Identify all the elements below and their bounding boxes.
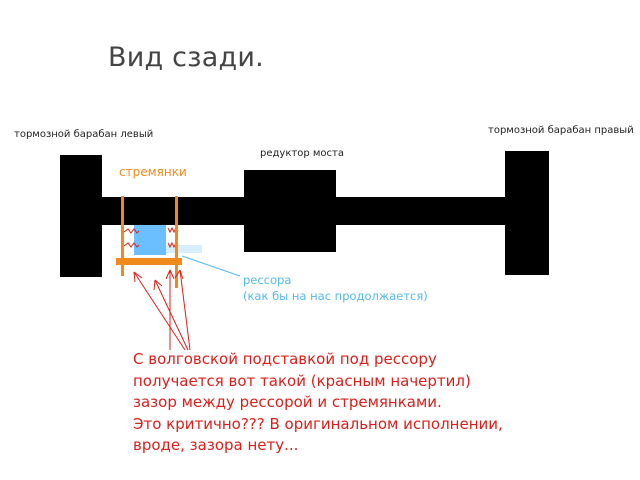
annotation-arrow-4 [179,269,191,351]
brake-drum-left-label: тормозной барабан левый [14,129,154,140]
arrowhead-3 [165,269,175,280]
stirrup-right [175,196,178,288]
diagram-title: Вид сзади. [108,42,264,73]
spring-label-line-1: рессора [243,273,292,287]
annotation-line-2: получается вот такой (красным начертил) [133,371,471,390]
stirrup-left [121,196,124,276]
arrowhead-2 [153,279,163,291]
arrowhead-1 [133,271,143,283]
annotation-arrow-1 [133,271,186,351]
gap-squiggle-left-2 [123,242,140,248]
spring-label-line-2: (как бы на нас продолжается) [243,289,428,303]
brake-drum-left [60,155,102,277]
annotation-line-3: зазор между рессорой и стремянками. [133,393,442,411]
arrowhead-4 [174,269,184,280]
leaf-spring-continuation [166,245,202,253]
stirrup-plate [116,258,182,265]
brake-drum-right-label: тормозной барабан правый [488,125,634,136]
brake-drum-right [505,151,549,275]
stirrups-label: стремянки [119,165,187,179]
spring-label: рессора (как бы на нас продолжается) [243,272,428,304]
annotation-arrow-2 [154,279,189,351]
annotation-line-5: вроде, зазора нету... [133,436,299,454]
leaf-spring [134,225,166,255]
annotation-line-4: Это критично??? В оригинальном исполнени… [133,414,503,433]
annotation-line-1: С волговской подставкой под рессору [133,350,437,368]
gap-squiggle-left [123,228,140,234]
axle-reducer-label: редуктор моста [260,148,344,159]
spring-pointer [181,255,241,277]
axle-reducer [244,170,336,252]
annotation-comment: С волговской подставкой под рессору полу… [133,349,503,457]
